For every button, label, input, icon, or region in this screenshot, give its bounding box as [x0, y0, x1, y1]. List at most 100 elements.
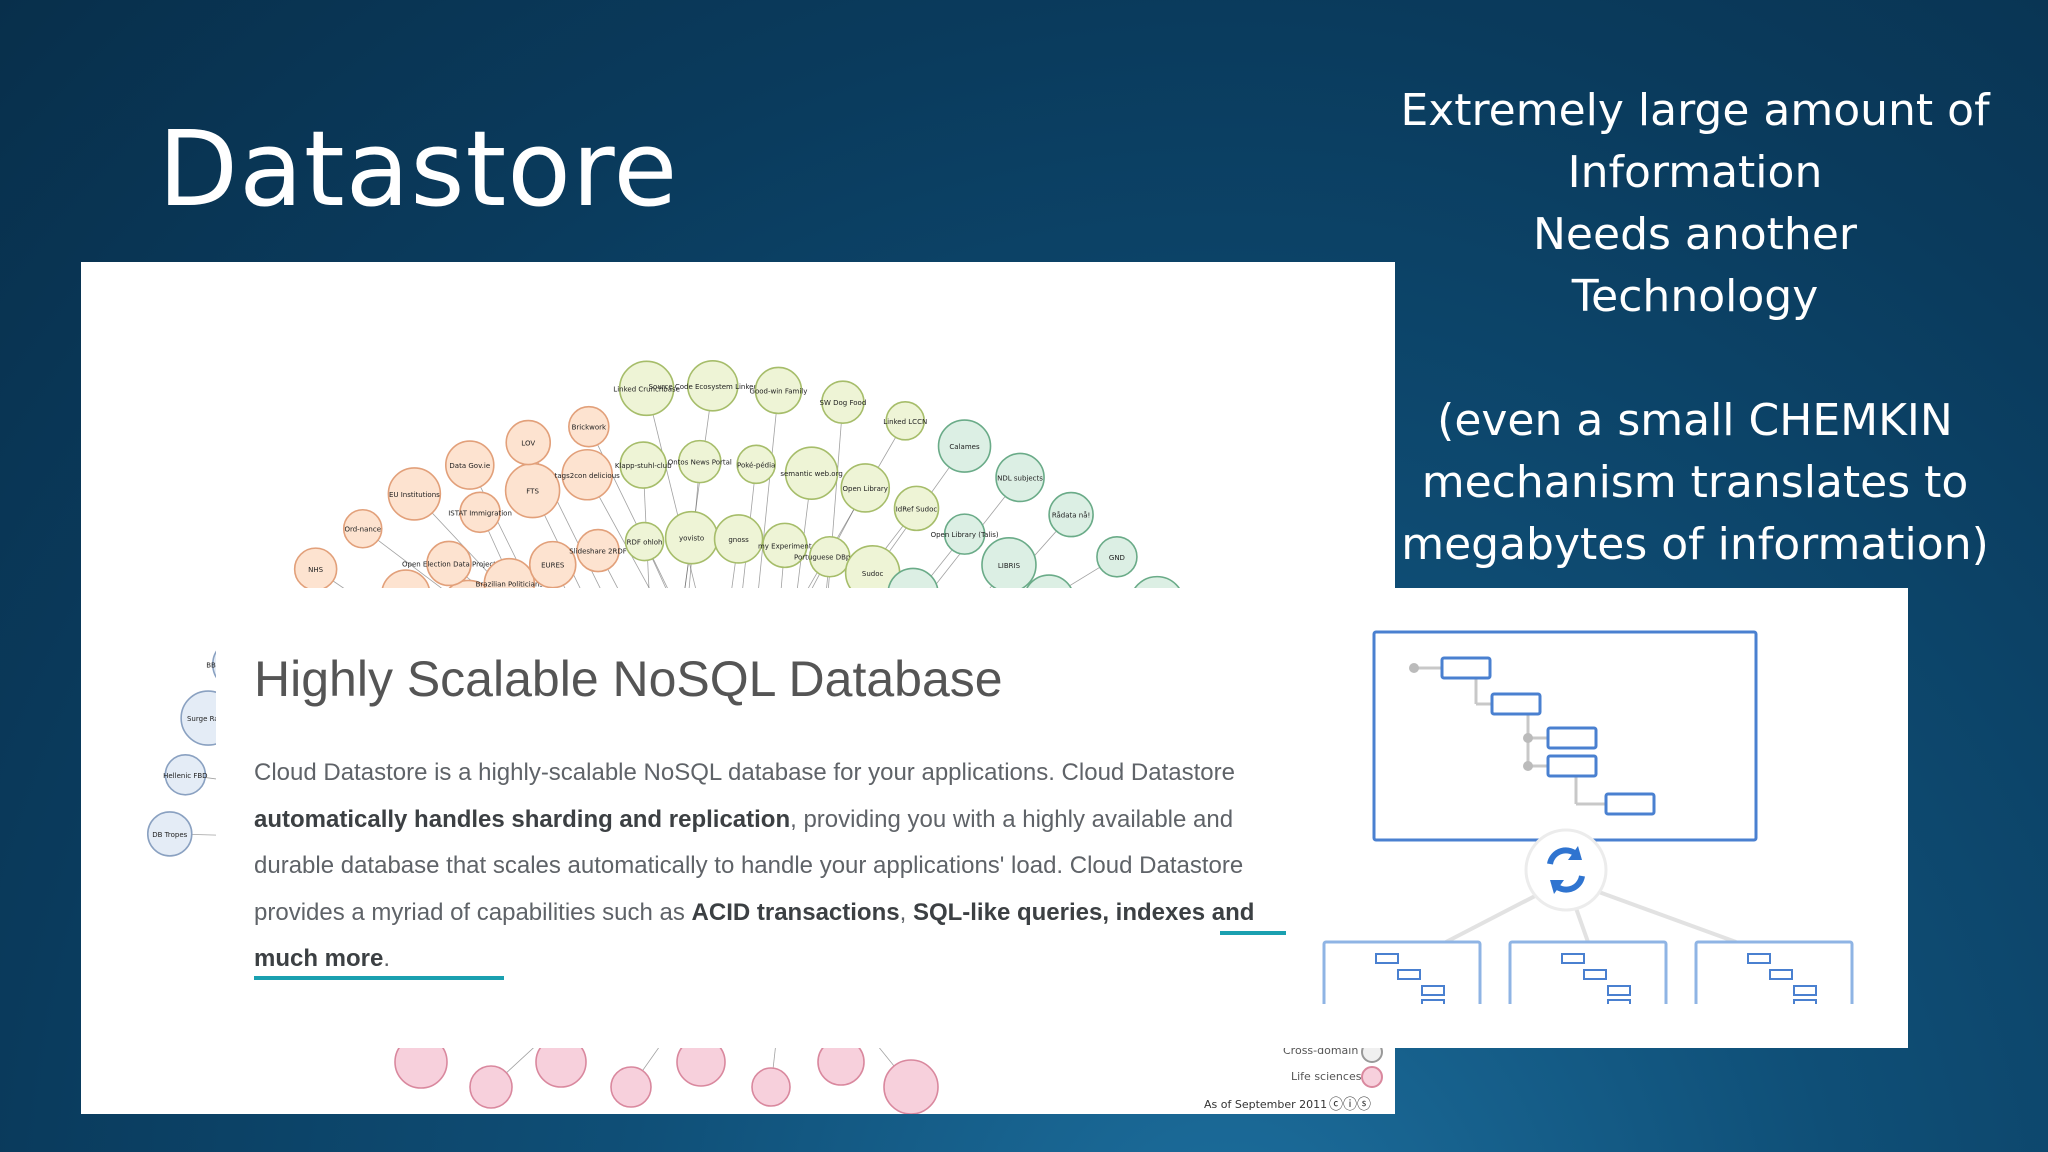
graph-node-label: GND: [1109, 554, 1125, 562]
graph-node-label: EURES: [541, 562, 565, 570]
graph-node-label: NHS: [308, 566, 324, 574]
graph-node: Open Library (Talis): [931, 513, 999, 555]
replica-box-3: [1694, 940, 1854, 1004]
graph-node-circle: [469, 1065, 513, 1109]
graph-node-label: gnoss: [728, 536, 749, 544]
graph-node-circle: [808, 535, 851, 578]
graph-node: semantic web.org: [780, 446, 843, 500]
graph-node-circle: [387, 467, 442, 521]
graph-node-label: Poké-pédia: [737, 461, 775, 469]
graph-edge: [755, 390, 779, 619]
graph-node-circle: [754, 366, 803, 415]
graph-node-label: NDL subjects: [997, 474, 1043, 482]
sync-icon: [1524, 828, 1608, 912]
graph-node-label: Linked LCCN: [883, 418, 927, 426]
graph-node-label: Linked Crunchbase: [613, 385, 680, 393]
graph-node-label: RDF ohloh: [627, 539, 663, 547]
graph-node-circle: [459, 491, 501, 534]
graph-node: yovisto: [664, 510, 719, 565]
graph-node-circle: [713, 514, 764, 564]
graph-node-circle: [821, 380, 865, 425]
graph-node-circle: [893, 485, 940, 532]
graph-node: my Experiment: [758, 522, 812, 569]
graph-node-circle: [677, 439, 722, 484]
graph-node-label: Calames: [949, 443, 980, 451]
graph-node-label: Sudoc: [862, 570, 884, 578]
graph-node: IdRef Sudoc: [893, 485, 940, 532]
graph-edge: [646, 388, 704, 618]
graph-footer-date: As of September 2011: [1204, 1098, 1328, 1111]
graph-node-label: Brazilian Politicians: [476, 581, 544, 589]
graph-node: Hellenic FBD: [163, 754, 208, 796]
desc-bold-sharding: automatically handles sharding and repli…: [254, 805, 791, 833]
graph-node-label: DB Tropes: [152, 831, 187, 839]
replica-box-1: [1322, 940, 1482, 1004]
graph-node: Source Code Ecosystem Linked Data: [649, 359, 777, 412]
graph-node-label: LIBRIS: [998, 562, 1021, 570]
graph-node: Linked LCCN: [883, 401, 927, 441]
graph-node-label: IdRef Sudoc: [896, 505, 938, 513]
slide-title: Datastore: [158, 108, 679, 230]
graph-node-label: Hellenic FBD: [163, 772, 207, 780]
desc-part-4: [1205, 899, 1212, 926]
graph-node-label: Rådata nå!: [1052, 511, 1091, 520]
graph-node: Calames: [937, 419, 992, 473]
graph-node-label: Surge Radio: [187, 715, 229, 723]
graph-node-label: Open Election Data Project: [402, 560, 496, 568]
graph-node-circle: [995, 452, 1045, 503]
graph-node: tags2con delicious: [555, 448, 621, 501]
graph-node-circle: [883, 1059, 939, 1114]
graph-node: gnoss: [713, 514, 764, 564]
side-line-2: Information: [1567, 147, 1823, 198]
replication-diagram: [1322, 630, 1854, 1004]
side-line-3: Needs another: [1533, 209, 1857, 260]
graph-node-label: Ontos News Portal: [668, 459, 732, 467]
graph-node-label: tags2con delicious: [555, 472, 621, 480]
graph-node: [883, 1059, 939, 1114]
graph-node-circle: [444, 440, 495, 490]
desc-part-3: ,: [899, 898, 913, 926]
desc-bold-acid: ACID transactions: [691, 898, 900, 926]
graph-node: Data Gov.ie: [444, 440, 495, 490]
graph-node-circle: [619, 441, 668, 489]
graph-node: EURES: [528, 540, 577, 589]
graph-node: Ontos News Portal: [668, 439, 732, 484]
graph-node: EU Institutions: [387, 467, 442, 521]
graph-node-label: Klapp-stuhl-club: [615, 462, 672, 470]
graph-node-label: semantic web.org: [780, 470, 842, 478]
side-line-6: mechanism translates to: [1421, 457, 1969, 508]
graph-node-label: Open Library: [843, 485, 888, 493]
graph-node: Linked Crunchbase: [613, 360, 680, 417]
desc-part-1: Cloud Datastore is a highly-scalable NoS…: [254, 759, 1235, 786]
graph-node: FTS: [504, 462, 561, 519]
side-line-5: (even a small CHEMKIN: [1437, 395, 1953, 446]
graph-node: Ord-nance: [342, 508, 383, 549]
desc-part-2: , providing you with a highly available …: [254, 805, 1244, 926]
graph-node: LIBRIS: [981, 537, 1037, 593]
graph-node-circle: [751, 1067, 791, 1107]
highlight-underline-queries: [254, 976, 504, 980]
legend-life-sciences: Life sciences: [1291, 1070, 1362, 1083]
nosql-info-panel: Highly Scalable NoSQL Database Cloud Dat…: [216, 588, 1908, 1048]
graph-node-circle: [1048, 491, 1094, 538]
graph-node-circle: [762, 522, 808, 569]
graph-node-label: Data Gov.ie: [449, 462, 490, 470]
graph-node-circle: [528, 540, 577, 589]
desc-bold-more: and much more: [254, 898, 1255, 973]
graph-node: [469, 1065, 513, 1109]
side-line-1: Extremely large amount of: [1400, 85, 1990, 136]
side-text-block: Extremely large amount of Information Ne…: [1390, 80, 2000, 576]
graph-node-circle: [164, 754, 207, 796]
graph-node-circle: [610, 1066, 652, 1108]
graph-node-circle: [505, 419, 552, 466]
graph-node-label: ISTAT Immigration: [448, 509, 512, 517]
graph-node: LOV: [505, 419, 552, 466]
cc-license-icon: ⓒⓘⓢ: [1329, 1097, 1371, 1113]
graph-node: RDF ohloh: [624, 521, 665, 562]
legend-life-sciences-swatch: [1361, 1066, 1383, 1088]
graph-node-circle: [618, 360, 675, 417]
graph-node-circle: [576, 528, 620, 573]
panel-heading: Highly Scalable NoSQL Database: [254, 651, 1003, 707]
graph-node-label: SW Dog Food: [820, 399, 867, 407]
graph-node: Open Election Data Project: [402, 540, 496, 587]
